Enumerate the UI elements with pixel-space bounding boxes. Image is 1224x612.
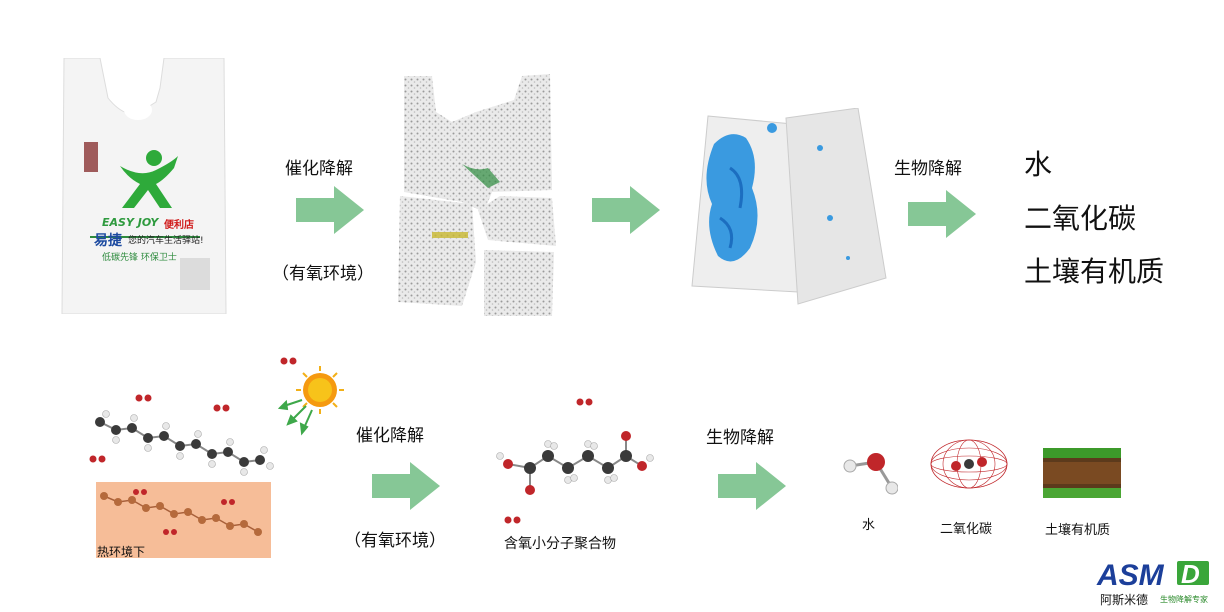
bottom-arrow-2 (718, 462, 786, 510)
bag-subline: 低碳先锋 环保卫士 (102, 253, 177, 263)
top-step1-label: 催化降解 (285, 159, 353, 179)
heat-environment-label: 热环境下 (97, 545, 146, 559)
heat-environment-box (96, 482, 271, 558)
bottom-arrow-1 (372, 462, 440, 510)
svg-text:D: D (1181, 559, 1200, 589)
fragmented-bag-image (392, 72, 560, 318)
top-product-co2: 二氧化碳 (1024, 202, 1137, 235)
bottom-step1-label: 催化降解 (356, 426, 424, 446)
top-arrow-1 (296, 186, 364, 234)
plastic-bag-image: EASY JOY 便利店 易捷 您的汽车生活驿站! 低碳先锋 环保卫士 (60, 57, 228, 315)
bag-brand-cn: 易捷 (94, 233, 122, 249)
bottom-step2-label: 生物降解 (706, 428, 774, 448)
bag-brand-tag: 便利店 (164, 220, 194, 231)
top-step1-condition: （有氧环境） (272, 264, 374, 284)
bag-slogan: 您的汽车生活驿站! (128, 236, 204, 246)
top-step3-label: 生物降解 (894, 159, 962, 179)
intermediate-label: 含氧小分子聚合物 (504, 536, 616, 552)
product-water-label: 水 (862, 518, 876, 533)
top-product-soil: 土壤有机质 (1024, 255, 1165, 288)
oxygen-molecules-cluster (89, 357, 297, 463)
product-soil-label: 土壤有机质 (1045, 523, 1111, 538)
oxygenated-small-molecule (496, 398, 654, 495)
sun-icon (272, 366, 346, 436)
top-product-water: 水 (1024, 148, 1053, 181)
oxygen-molecule-small (504, 516, 521, 524)
water-molecule-icon (843, 453, 898, 495)
product-co2-label: 二氧化碳 (940, 522, 993, 537)
co2-molecule-icon (930, 439, 1008, 489)
polymer-chain-molecule (95, 410, 274, 476)
logo-name: 阿斯米德 (1100, 593, 1149, 607)
asmd-logo: ASM D (1093, 555, 1219, 607)
svg-text:ASM: ASM (1096, 559, 1165, 591)
top-arrow-2 (592, 186, 660, 234)
logo-tagline: 生物降解专家 (1160, 595, 1208, 604)
bottom-step1-condition: （有氧环境） (344, 531, 446, 551)
degraded-sample-image (690, 107, 890, 308)
top-arrow-3 (908, 190, 976, 238)
bag-brand-en: EASY JOY (102, 216, 159, 229)
soil-icon (1043, 448, 1121, 498)
